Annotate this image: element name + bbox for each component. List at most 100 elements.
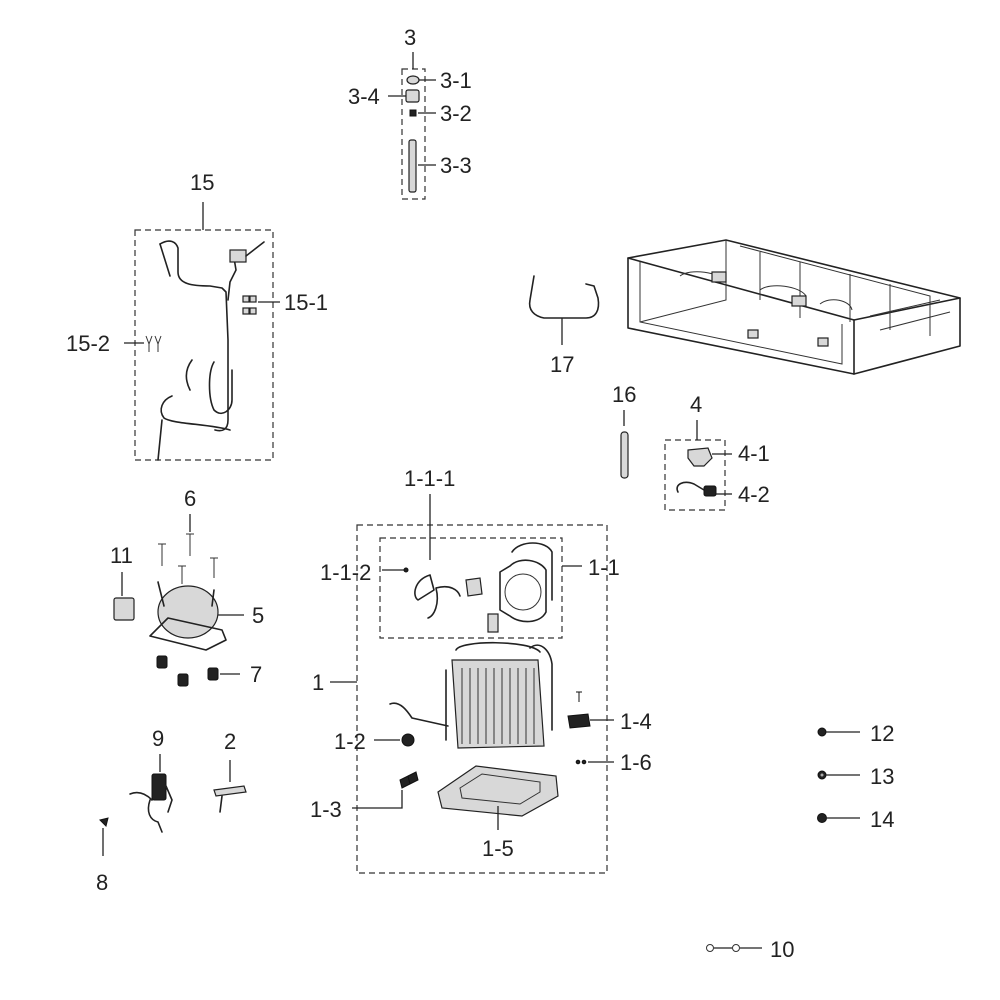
label-1-1: 1-1 (588, 555, 620, 580)
tube-loop-left (185, 359, 193, 391)
label-4-1: 4-1 (738, 441, 770, 466)
part-group-16: 16 (612, 382, 636, 479)
group-1-1-dashed-box (379, 537, 563, 639)
part-1-6-screw-a (575, 759, 581, 765)
part-4-2-wire (676, 481, 705, 493)
tube-main (159, 240, 229, 432)
shroud-handle (511, 542, 553, 601)
tube-lower-loop (160, 395, 231, 431)
part-9-connector (151, 773, 167, 801)
part-3-4-nut (405, 89, 420, 103)
label-3-1: 3-1 (440, 68, 472, 93)
part-8-clip (99, 817, 109, 827)
part-1-6-screw-b (581, 759, 587, 765)
label-17: 17 (550, 352, 574, 377)
label-1-1-1: 1-1-1 (404, 466, 455, 491)
tube-left-branch (159, 243, 171, 277)
part-group-compressor: 6 5 11 7 (110, 486, 264, 687)
shroud-ring (504, 573, 542, 611)
label-10: 10 (770, 937, 794, 962)
evaporator-inlet-tube (389, 702, 449, 727)
part-15-1-clip-d (249, 307, 257, 315)
part-fan-shroud (499, 559, 547, 623)
part-4-2-plug (703, 485, 717, 497)
part-16-sensor (620, 431, 629, 479)
part-group-8: 8 (96, 817, 109, 895)
part-group-9: 9 (129, 726, 173, 833)
label-4-2: 4-2 (738, 482, 770, 507)
part-15-1-clip-c (242, 307, 250, 315)
frame-clip-d (817, 337, 829, 347)
part-evaporator-body (451, 659, 545, 749)
label-12: 12 (870, 721, 894, 746)
drain-tray-inner (459, 773, 541, 805)
tube-end-top (245, 241, 265, 257)
part-3-1-cap (406, 75, 420, 85)
tube-down (157, 419, 163, 461)
label-16: 16 (612, 382, 636, 407)
evaporator-top-tube (455, 641, 553, 731)
label-6: 6 (184, 486, 196, 511)
part-fan-motor (465, 577, 483, 597)
part-1-4-screw (576, 691, 582, 702)
part-13-screw-center (820, 773, 824, 777)
part-15-1-clip-b (249, 295, 257, 303)
label-14: 14 (870, 807, 894, 832)
group-15-dashed-box (134, 229, 274, 461)
label-15: 15 (190, 170, 214, 195)
part-12-screw (817, 727, 827, 737)
group-1-dashed-box (356, 524, 608, 874)
shroud-bracket (487, 613, 499, 633)
frame-inner-front (639, 262, 843, 365)
grommet-2 (177, 673, 189, 687)
label-1: 1 (312, 670, 324, 695)
label-1-4: 1-4 (620, 709, 652, 734)
part-15-1-clip-a (242, 295, 250, 303)
leader-1-3 (352, 790, 403, 809)
label-1-3: 1-3 (310, 797, 342, 822)
evaporator-fins (461, 668, 535, 744)
part-3-3-rod (408, 139, 417, 193)
part-group-15: 15 15-1 15-2 (66, 170, 328, 461)
grommet-1 (156, 655, 168, 669)
frame-rail (869, 299, 951, 331)
screw-left (158, 543, 166, 566)
label-7: 7 (250, 662, 262, 687)
label-15-2: 15-2 (66, 331, 110, 356)
frame-arcs (679, 271, 853, 311)
part-fan-blade (414, 574, 461, 619)
tube-loop-right (208, 361, 233, 415)
label-1-2: 1-2 (334, 729, 366, 754)
group-4-dashed-box (664, 439, 726, 511)
part-1-4-heater-clip (567, 713, 591, 729)
part-2-bracket (213, 785, 247, 797)
part-5-compressor (157, 585, 219, 639)
part-17-tube (528, 275, 600, 319)
part-group-4: 4 4-1 4-2 (664, 392, 770, 511)
frame-top-face (627, 239, 961, 321)
tube-connector-top (229, 249, 247, 263)
frame-clip-a (711, 271, 727, 283)
screw-right (210, 557, 218, 578)
label-9: 9 (152, 726, 164, 751)
screw-mid (178, 565, 186, 584)
label-15-1: 15-1 (284, 290, 328, 315)
grommet-3 (207, 667, 219, 681)
part-4-1-holder (687, 447, 713, 467)
part-10-washer-b (732, 944, 740, 952)
part-3-2-seal (409, 109, 417, 117)
label-1-6: 1-6 (620, 750, 652, 775)
label-3-4: 3-4 (348, 84, 380, 109)
frame-front-face (627, 257, 855, 375)
part-10-washer-a (706, 944, 714, 952)
part-9-wires (129, 785, 173, 833)
part-1-2-fitting (401, 733, 415, 747)
label-3-2: 3-2 (440, 101, 472, 126)
label-3-3: 3-3 (440, 153, 472, 178)
compressor-pipes (157, 581, 215, 607)
label-2: 2 (224, 729, 236, 754)
label-5: 5 (252, 603, 264, 628)
tube-upper-right (227, 257, 237, 301)
base-frame-assembly (627, 239, 961, 375)
